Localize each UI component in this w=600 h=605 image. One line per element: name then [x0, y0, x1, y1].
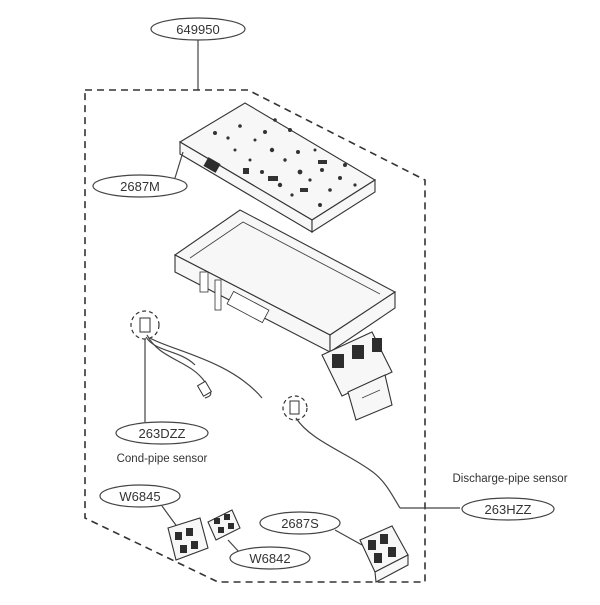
relay-module[interactable]: [321, 331, 393, 421]
cond-sensor-code: 263DZZ: [139, 426, 186, 441]
connector-b-code: W6842: [249, 551, 290, 566]
pcb-board[interactable]: [178, 102, 377, 234]
cond-sensor-caption: Cond-pipe sensor: [117, 453, 208, 465]
terminal-block-code: 2687S: [281, 516, 319, 531]
control-box-housing[interactable]: [173, 209, 397, 354]
cond-sensor-callout[interactable]: 263DZZ: [115, 421, 209, 445]
terminal-block-leader-line: [334, 529, 363, 546]
terminal-block-callout[interactable]: 2687S: [259, 511, 341, 535]
connector-a-leader-line: [161, 505, 179, 529]
connector-b[interactable]: [207, 509, 241, 541]
cond-pipe-sensor[interactable]: [130, 310, 263, 399]
discharge-pipe-sensor[interactable]: [282, 395, 460, 509]
pcb-board-callout[interactable]: 2687M: [92, 174, 188, 198]
discharge-sensor-callout[interactable]: 263HZZ: [461, 497, 555, 521]
connector-a-callout[interactable]: W6845: [99, 484, 181, 508]
discharge-sensor-caption: Discharge-pipe sensor: [452, 473, 567, 485]
connector-a[interactable]: [167, 517, 209, 561]
connector-b-callout[interactable]: W6842: [229, 546, 311, 570]
terminal-block[interactable]: [359, 525, 409, 583]
assembly-callout[interactable]: 649950: [150, 17, 246, 41]
discharge-sensor-code: 263HZZ: [485, 502, 532, 517]
pcb-board-leader-line: [174, 151, 184, 179]
assembly-code: 649950: [176, 22, 219, 37]
pcb-board-code: 2687M: [120, 179, 160, 194]
connector-a-code: W6845: [119, 489, 160, 504]
assembly-boundary: [84, 89, 426, 583]
